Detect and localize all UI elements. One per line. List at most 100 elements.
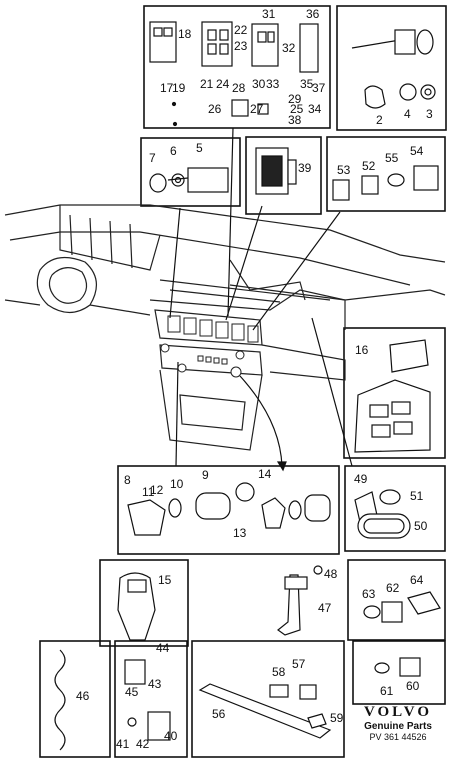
callout-7: 7 <box>149 151 156 165</box>
callout-16: 16 <box>355 343 369 357</box>
socket-60-sketch <box>399 657 421 677</box>
callout-33: 33 <box>266 77 280 91</box>
callout-17: 17 <box>160 81 174 95</box>
clip-59-sketch <box>307 713 327 729</box>
frame-lamp-53 <box>326 136 446 212</box>
callout-48: 48 <box>324 567 338 581</box>
callout-31: 31 <box>262 7 276 21</box>
callout-34: 34 <box>308 102 322 116</box>
leader-lines <box>169 127 353 472</box>
callout-27: 27 <box>250 102 264 116</box>
frame-rail-56 <box>191 640 345 758</box>
holder-40-sketch <box>147 711 171 741</box>
clip-64-sketch <box>407 591 441 615</box>
knob-7-sketch <box>149 173 167 193</box>
callout-59: 59 <box>330 711 344 725</box>
callout-53: 53 <box>337 163 351 177</box>
ring-13-sketch <box>235 482 255 502</box>
callout-39: 39 <box>298 161 312 175</box>
callout-44: 44 <box>156 641 170 655</box>
frame-switch-39 <box>245 136 322 215</box>
bulb-63-sketch <box>363 605 381 619</box>
callout-54: 54 <box>410 144 424 158</box>
nut-4-sketch <box>399 83 417 101</box>
callout-35: 35 <box>300 77 314 91</box>
spring-46-sketch <box>54 649 66 751</box>
rail-56-sketch <box>198 683 332 739</box>
callout-38: 38 <box>288 113 302 127</box>
knob-2-sketch <box>364 85 386 109</box>
callout-15: 15 <box>158 573 172 587</box>
callout-63: 63 <box>362 587 376 601</box>
switch-slots <box>160 315 259 378</box>
housing-8-sketch <box>127 499 166 536</box>
callout-58: 58 <box>272 665 286 679</box>
bulb-55-sketch <box>387 173 405 187</box>
callout-64: 64 <box>410 573 424 587</box>
lighter-9-sketch <box>195 492 231 520</box>
callout-10: 10 <box>170 477 184 491</box>
frame-socket-49 <box>344 465 446 552</box>
frame-knob-15 <box>99 559 189 647</box>
callout-62: 62 <box>386 581 400 595</box>
callout-28: 28 <box>232 81 246 95</box>
callout-labels: 18 17 19 22 23 21 24 31 36 32 30 33 35 3… <box>76 7 433 751</box>
frame-spring-46 <box>39 640 111 758</box>
callout-25: 25 <box>290 102 304 116</box>
callout-6: 6 <box>170 144 177 158</box>
brand-subtitle: Genuine Parts <box>364 721 432 732</box>
bulb-26-sketch <box>231 99 249 117</box>
callout-5: 5 <box>196 141 203 155</box>
callout-19: 19 <box>172 81 186 95</box>
callout-13: 13 <box>233 526 247 540</box>
frame-rotary-switch <box>336 5 447 131</box>
callout-14: 14 <box>258 467 272 481</box>
callout-55: 55 <box>385 151 399 165</box>
center-console-sketch <box>354 379 431 453</box>
callout-8: 8 <box>124 473 131 487</box>
callout-3: 3 <box>426 107 433 121</box>
callout-40: 40 <box>164 729 178 743</box>
callout-37: 37 <box>312 81 326 95</box>
callout-36: 36 <box>306 7 320 21</box>
callout-12: 12 <box>150 483 164 497</box>
frame-lamp-63 <box>347 559 446 641</box>
callout-4: 4 <box>404 107 411 121</box>
callout-18: 18 <box>178 27 192 41</box>
callout-22: 22 <box>234 23 248 37</box>
callout-24: 24 <box>216 77 230 91</box>
callout-2: 2 <box>376 113 383 127</box>
callout-46: 46 <box>76 689 90 703</box>
dashboard-outline <box>4 204 446 451</box>
frame-lamp-61 <box>352 640 446 705</box>
callout-41: 41 <box>116 737 130 751</box>
bracket-47-sketch <box>277 574 301 636</box>
callout-51: 51 <box>410 489 424 503</box>
callout-52: 52 <box>362 159 376 173</box>
part-code: PV 361 44526 <box>369 732 427 742</box>
volvo-logo: VOLVO <box>363 704 433 720</box>
rotary-shaft <box>351 39 401 49</box>
callout-45: 45 <box>125 685 139 699</box>
frame-console <box>343 327 446 459</box>
callout-61: 61 <box>380 684 394 698</box>
lighter-14-sketch <box>304 494 331 522</box>
callout-56: 56 <box>212 707 226 721</box>
frame-switch-5 <box>140 137 241 207</box>
callout-60: 60 <box>406 679 420 693</box>
brand-block: VOLVO Genuine Parts PV 361 44526 <box>346 704 450 743</box>
callout-49: 49 <box>354 472 368 486</box>
switch-16-sketch <box>389 339 429 373</box>
callout-11: 11 <box>142 485 155 499</box>
callout-42: 42 <box>136 737 150 751</box>
callout-9: 9 <box>202 468 209 482</box>
switch-5-sketch <box>187 167 229 193</box>
callout-29: 29 <box>288 92 302 106</box>
lamp-45-sketch <box>124 659 146 685</box>
lens-53-sketch <box>332 179 350 201</box>
callout-23: 23 <box>234 39 248 53</box>
frame-holder-40 <box>114 640 188 758</box>
callout-30: 30 <box>252 77 266 91</box>
